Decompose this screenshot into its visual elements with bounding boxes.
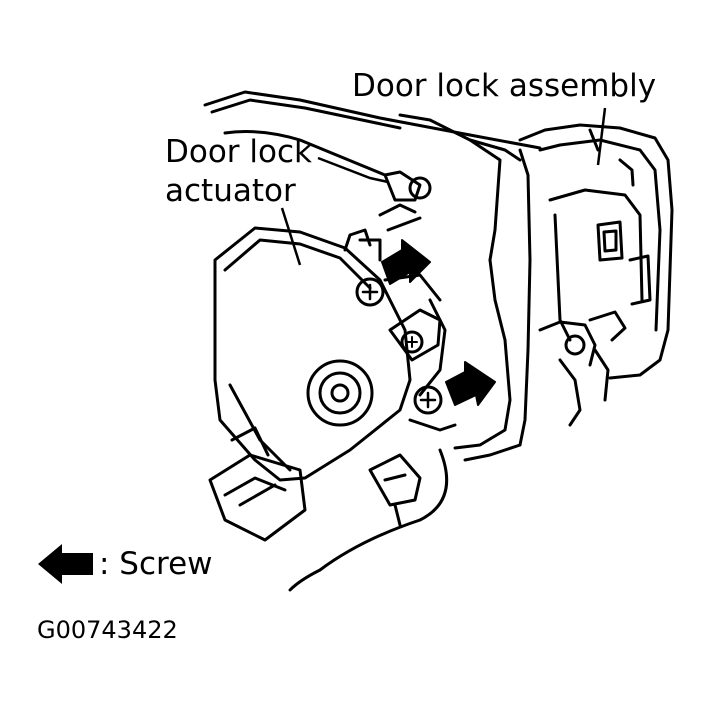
label-door-lock-actuator-line2: actuator bbox=[165, 173, 296, 209]
wire-harness bbox=[288, 448, 449, 592]
mounting-bracket bbox=[383, 113, 522, 462]
actuator-connector bbox=[208, 453, 307, 542]
label-door-lock-actuator-line1: Door lock bbox=[165, 134, 312, 170]
figure-id: G00743422 bbox=[37, 616, 178, 644]
label-door-lock-assembly: Door lock assembly bbox=[352, 68, 657, 104]
screw-arrow-upper bbox=[381, 239, 431, 285]
left-arrow-icon bbox=[38, 544, 93, 584]
wire-connector bbox=[368, 453, 422, 507]
leader-assembly bbox=[596, 107, 607, 166]
screw-lower bbox=[413, 385, 443, 415]
legend-screw-label: : Screw bbox=[99, 546, 213, 582]
rod-clip bbox=[378, 170, 432, 232]
screw-upper bbox=[355, 277, 385, 307]
leader-actuator-rod bbox=[317, 156, 389, 184]
screw-arrow-lower bbox=[445, 361, 496, 406]
leader-actuator bbox=[280, 207, 302, 266]
linkage-rod-upper bbox=[210, 98, 402, 130]
door-lock-actuator bbox=[208, 226, 449, 592]
linkage-rod-curve bbox=[223, 130, 387, 177]
linkage-rod bbox=[203, 90, 542, 150]
door-lock-assembly bbox=[518, 123, 674, 447]
lever-pivot bbox=[388, 308, 442, 362]
